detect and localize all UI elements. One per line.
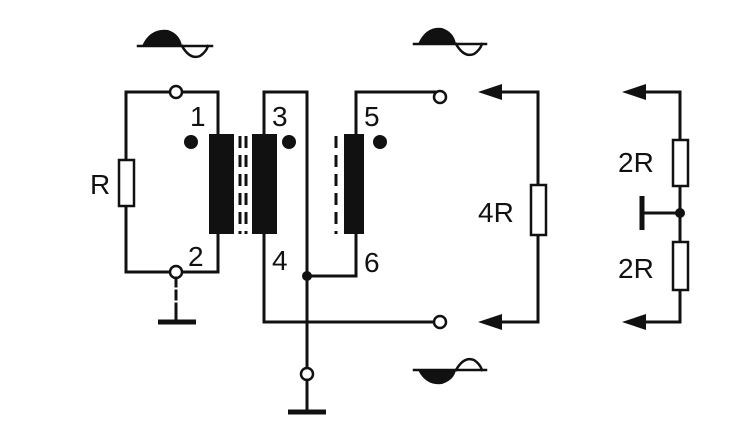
- label-r: R: [90, 169, 110, 200]
- resistor-4r: [529, 183, 548, 237]
- resistor-2r-bottom: [671, 240, 690, 292]
- winding-1-2: [209, 134, 234, 234]
- label-4r: 4R: [478, 197, 514, 228]
- label-2r-top: 2R: [618, 147, 654, 178]
- winding-5-6: [344, 134, 364, 234]
- pin-label-3: 3: [272, 101, 288, 132]
- junction-center-tap: [302, 271, 312, 281]
- polarity-dot-5: [373, 135, 387, 149]
- waveform-input-symbol: [136, 29, 214, 59]
- pin-label-5: 5: [364, 101, 380, 132]
- pin-label-6: 6: [364, 247, 380, 278]
- secondary-circuit: [262, 89, 448, 415]
- label-2r-bottom: 2R: [618, 253, 654, 284]
- arrow-2r-top: [622, 84, 646, 100]
- pin-label-4: 4: [272, 245, 288, 276]
- terminal-input-top: [168, 84, 184, 100]
- winding-3-4: [252, 134, 277, 234]
- polarity-dot-1: [184, 135, 198, 149]
- terminal-output-bottom: [432, 314, 448, 330]
- resistor-2r-top: [671, 138, 690, 188]
- terminal-center: [299, 366, 315, 382]
- arrow-4r-bottom: [478, 314, 502, 330]
- pin-label-1: 1: [190, 101, 206, 132]
- pin-label-2: 2: [188, 241, 204, 272]
- resistor-r: [117, 158, 136, 208]
- polarity-dot-3: [282, 135, 296, 149]
- arrow-2r-bottom: [622, 314, 646, 330]
- terminal-output-top: [432, 89, 448, 105]
- input-circuit: [117, 84, 220, 325]
- arrow-4r-top: [478, 84, 502, 100]
- waveform-output-top-symbol: [412, 27, 488, 57]
- waveform-output-bottom-symbol: [412, 357, 488, 385]
- load-4r-circuit: [478, 84, 548, 330]
- terminal-input-bottom: [168, 264, 184, 280]
- split-load-circuit: [622, 84, 690, 330]
